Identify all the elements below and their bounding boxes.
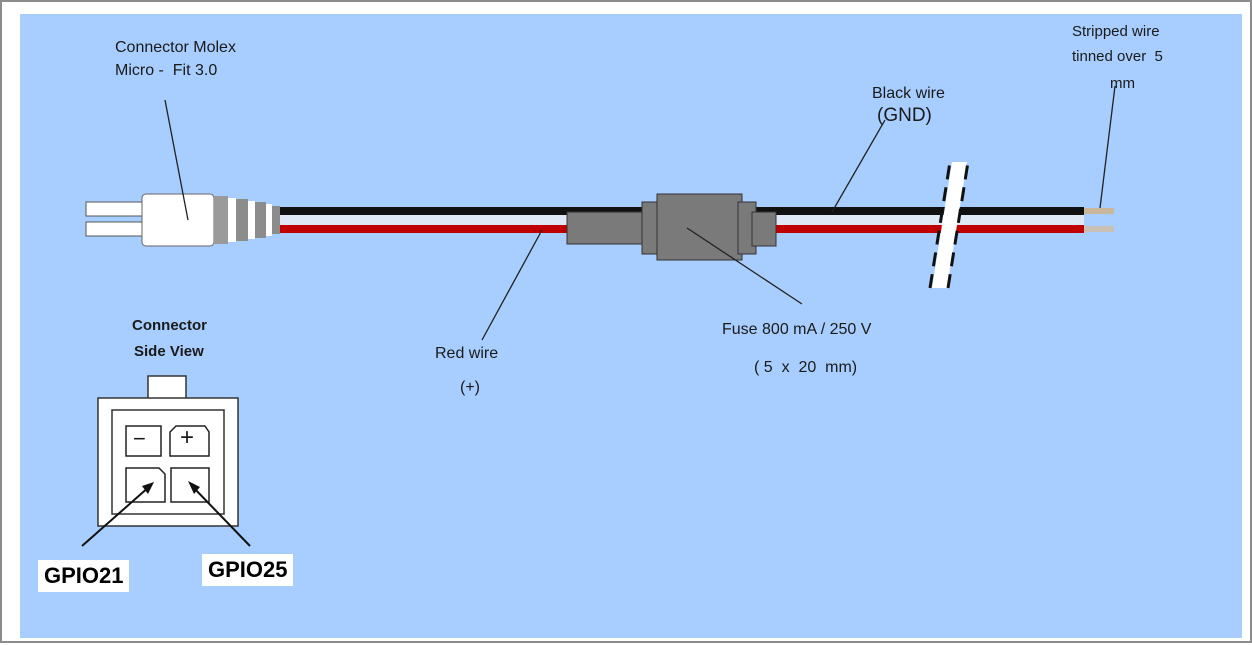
red-wire-label-line1: Red wire bbox=[435, 345, 499, 362]
diagram-background bbox=[20, 14, 1242, 638]
stripped-label-line3: mm bbox=[1110, 75, 1135, 92]
connector-leader bbox=[164, 99, 189, 221]
side-view-label-line1: Connector bbox=[132, 317, 207, 334]
gpio-arrows bbox=[81, 481, 251, 547]
molex-connector bbox=[85, 193, 280, 247]
gpio25-label: GPIO25 bbox=[202, 554, 294, 586]
connector-side-view bbox=[97, 375, 239, 527]
wire-break-symbol bbox=[928, 161, 970, 289]
fuse-holder bbox=[566, 193, 777, 261]
gpio21-label: GPIO21 bbox=[38, 560, 130, 592]
stripped-wire-ends bbox=[1084, 208, 1114, 232]
leader-lines bbox=[164, 85, 1116, 341]
red-wire-label-line2: (+) bbox=[460, 379, 480, 396]
fuse-label-line1: Fuse 800 mA / 250 V bbox=[722, 321, 872, 338]
connector-label-line2: Micro - Fit 3.0 bbox=[115, 62, 218, 79]
black-wire-label-line1: Black wire bbox=[872, 85, 945, 102]
black-wire-label-line2: (GND) bbox=[877, 105, 932, 126]
stripped-leader bbox=[1099, 85, 1116, 209]
fuse-leader bbox=[686, 227, 803, 305]
pin-minus-square bbox=[125, 425, 162, 457]
pin-minus-label: − bbox=[133, 426, 146, 451]
side-view-label-line2: Side View bbox=[134, 343, 204, 360]
stripped-label-line2: tinned over 5 bbox=[1072, 48, 1163, 65]
pin-plus-label: + bbox=[180, 424, 195, 451]
fuse-label-line2: ( 5 x 20 mm) bbox=[754, 359, 858, 376]
connector-label-line1: Connector Molex bbox=[115, 39, 236, 56]
red-wire-leader bbox=[481, 229, 543, 341]
pin-plus-square bbox=[169, 425, 210, 457]
black-wire-leader bbox=[831, 119, 886, 213]
stripped-label-line1: Stripped wire bbox=[1072, 23, 1160, 40]
